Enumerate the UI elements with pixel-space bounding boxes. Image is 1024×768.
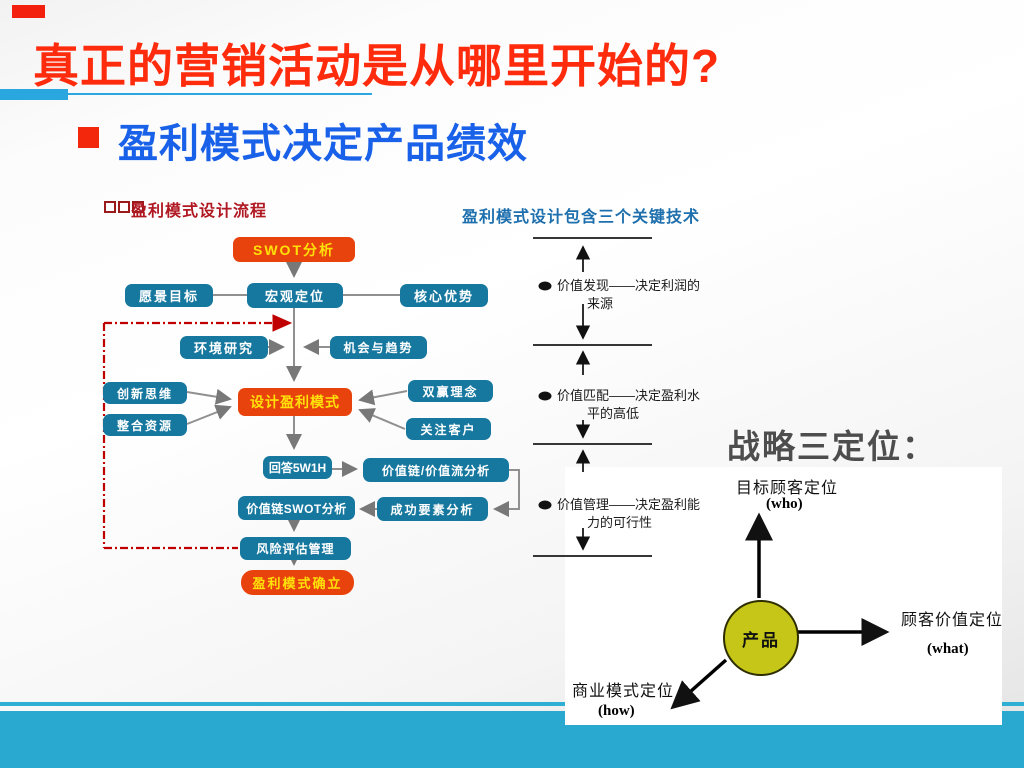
books-icon bbox=[104, 201, 144, 213]
node-profit-model-established: 盈利模式确立 bbox=[241, 570, 354, 595]
node-macro-positioning: 宏观定位 bbox=[247, 283, 343, 308]
flowchart-header: 盈利模式设计流程 bbox=[131, 203, 268, 220]
red-dashed-loop bbox=[102, 314, 293, 550]
how-label: 商业模式定位 bbox=[572, 683, 675, 700]
node-risk-assessment: 风险评估管理 bbox=[240, 537, 351, 560]
node-success-factor-analysis: 成功要素分析 bbox=[377, 497, 488, 521]
keytech-item-1: 价值发现——决定利润的 来源 bbox=[557, 277, 727, 313]
who-label: 目标顾客定位 bbox=[736, 480, 839, 497]
node-core-advantage: 核心优势 bbox=[400, 284, 488, 307]
positioning-title: 战略三定位： bbox=[727, 428, 937, 465]
keytech-item-1-line1: 价值发现——决定利润的 bbox=[557, 278, 701, 293]
keytech-dimension-lines bbox=[533, 237, 652, 557]
keytech-item-3-line1: 价值管理——决定盈利能 bbox=[557, 497, 701, 512]
node-vision-goal: 愿景目标 bbox=[125, 284, 213, 307]
corner-accent-bar bbox=[12, 5, 45, 18]
product-circle: 产品 bbox=[723, 600, 799, 676]
flow-connectors bbox=[186, 262, 520, 566]
bullet-text: 盈利模式决定产品绩效 bbox=[118, 122, 528, 166]
node-integrate-resources: 整合资源 bbox=[103, 414, 187, 436]
keytech-item-3-line2: 力的可行性 bbox=[587, 515, 653, 530]
node-answer-5w1h: 回答5W1H bbox=[263, 456, 332, 479]
footer-thin-stripe bbox=[0, 702, 1024, 706]
how-tag: (how) bbox=[598, 703, 635, 719]
keytech-item-2-line1: 价值匹配——决定盈利水 bbox=[557, 388, 701, 403]
node-focus-customer: 关注客户 bbox=[406, 418, 491, 440]
keytech-item-3: 价值管理——决定盈利能 力的可行性 bbox=[557, 496, 727, 532]
node-valuechain-swot: 价值链SWOT分析 bbox=[238, 496, 355, 520]
keytech-item-2: 价值匹配——决定盈利水 平的高低 bbox=[557, 387, 727, 423]
node-swot-analysis: SWOT分析 bbox=[233, 237, 355, 262]
who-tag: (who) bbox=[766, 496, 803, 512]
keytech-item-2-line2: 平的高低 bbox=[587, 406, 640, 421]
what-label: 顾客价值定位 bbox=[901, 612, 1004, 629]
keytech-item-1-line2: 来源 bbox=[587, 296, 614, 311]
node-opportunity-trend: 机会与趋势 bbox=[330, 336, 427, 359]
keytech-header: 盈利模式设计包含三个关键技术 bbox=[462, 209, 701, 226]
title-underline-thin bbox=[68, 93, 372, 95]
node-innovative-thinking: 创新思维 bbox=[103, 382, 187, 404]
positioning-arrows bbox=[670, 512, 890, 710]
node-environment-research: 环境研究 bbox=[180, 336, 268, 359]
positioning-panel bbox=[565, 467, 1002, 725]
what-tag: (what) bbox=[927, 641, 969, 657]
slide-title: 真正的营销活动是从哪里开始的? bbox=[33, 40, 721, 92]
node-winwin-concept: 双赢理念 bbox=[408, 380, 493, 402]
bullet-square-icon bbox=[78, 127, 99, 148]
keytech-bullet-dots bbox=[538, 281, 552, 510]
title-underline-thick bbox=[0, 89, 68, 100]
node-valuechain-analysis: 价值链/价值流分析 bbox=[363, 458, 509, 482]
node-design-profit-model: 设计盈利模式 bbox=[238, 388, 352, 416]
